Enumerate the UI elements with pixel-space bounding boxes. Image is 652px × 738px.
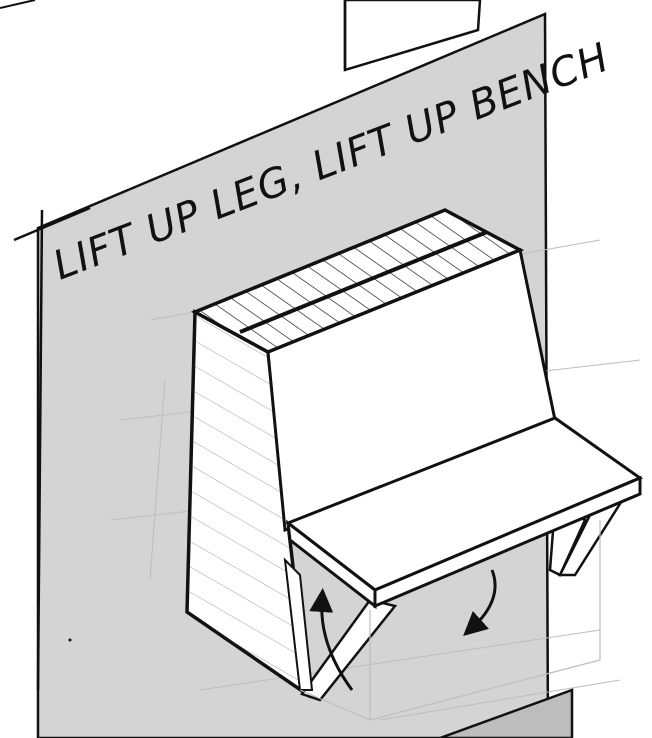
upper-box-fragment: [0, 0, 480, 70]
ink-dot: [69, 639, 72, 642]
